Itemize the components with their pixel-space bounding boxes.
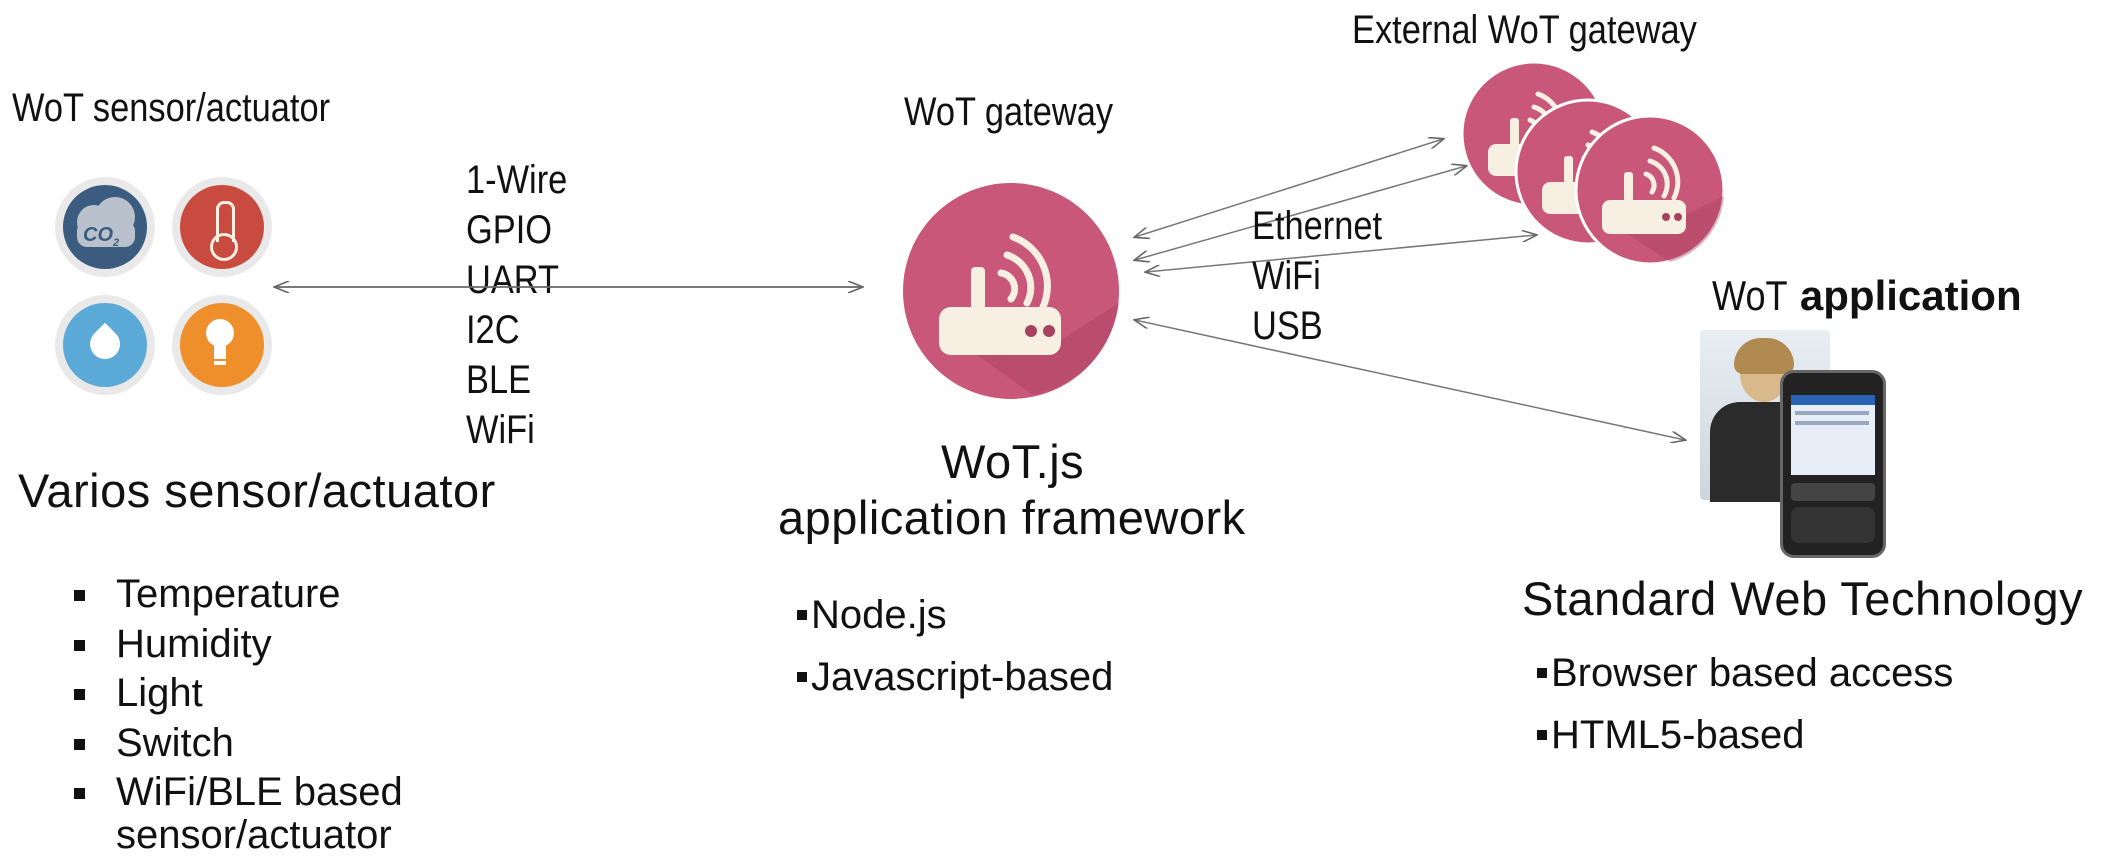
list-item: Temperature <box>74 570 403 620</box>
sensor-list: Temperature Humidity Light Switch WiFi/B… <box>74 570 403 818</box>
network-item: USB <box>1252 304 1323 348</box>
network-list: Ethernet WiFi USB <box>1252 201 1382 351</box>
sensor-icon-grid: CO2 <box>55 177 277 399</box>
application-subtitle: Standard Web Technology <box>1522 572 2084 625</box>
network-item: WiFi <box>1252 254 1321 298</box>
list-item: Browser based access <box>1537 642 1953 704</box>
application-list: Browser based access HTML5-based <box>1537 642 1953 766</box>
list-item: HTML5-based <box>1537 704 1953 766</box>
list-item: Switch <box>74 719 403 769</box>
sensor-subtitle: Varios sensor/actuator <box>18 464 496 517</box>
framework-title-line1: WoT.js <box>941 435 1085 488</box>
protocol-item: WiFi <box>466 408 535 452</box>
protocol-list: 1-Wire GPIO UART I2C BLE WiFi <box>466 155 567 455</box>
external-router-stack <box>1460 60 1730 270</box>
co2-subscript: 2 <box>113 237 120 249</box>
smartphone-icon <box>1780 370 1886 558</box>
list-item: Node.js <box>797 584 1113 646</box>
list-item: Light <box>74 669 403 719</box>
network-item: Ethernet <box>1252 204 1383 248</box>
water-drop-icon <box>55 295 155 395</box>
list-item: WiFi/BLE based <box>74 768 403 818</box>
co2-label: CO <box>83 224 113 246</box>
router-icon <box>903 183 1119 399</box>
light-bulb-icon <box>172 295 272 395</box>
framework-title-line2: application framework <box>778 491 1246 544</box>
sensor-title: WoT sensor/actuator <box>12 86 331 130</box>
external-gateway-title: External WoT gateway <box>1352 8 1697 52</box>
gateway-application-arrow <box>1135 320 1685 440</box>
list-item: Javascript-based <box>797 646 1113 708</box>
protocol-item: GPIO <box>466 208 553 252</box>
protocol-item: 1-Wire <box>466 158 568 202</box>
mobile-app-photo <box>1700 330 1886 558</box>
application-title: WoT application <box>1712 272 2022 319</box>
protocol-item: BLE <box>466 358 532 402</box>
thermometer-icon <box>172 177 272 277</box>
protocol-item: I2C <box>466 308 520 352</box>
co2-icon: CO2 <box>55 177 155 277</box>
gateway-list: Node.js Javascript-based <box>797 584 1113 708</box>
gateway-title: WoT gateway <box>904 90 1114 134</box>
gateway-external-arrow-3 <box>1146 235 1536 272</box>
protocol-item: UART <box>466 258 560 302</box>
list-item-continuation: sensor/actuator <box>116 813 392 857</box>
router-icon <box>1574 114 1726 266</box>
list-item: Humidity <box>74 620 403 670</box>
